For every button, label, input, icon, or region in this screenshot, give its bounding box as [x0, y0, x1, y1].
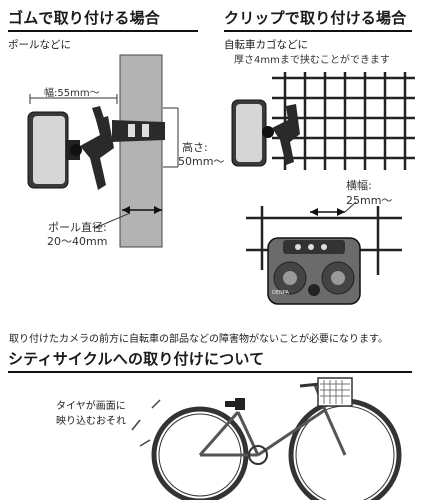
tire-callout-line1: タイヤが画面に [56, 401, 126, 412]
front-wheel [288, 398, 402, 500]
rubber-title-rule [8, 30, 198, 32]
tire-callout-line2: 映り込むおそれ [56, 416, 126, 427]
pole [119, 54, 163, 248]
rubber-subtitle: ポールなどに [8, 39, 71, 51]
rubber-pole-label: ポール直径: [48, 221, 107, 234]
clip-section-title: クリップで取り付ける場合 [224, 9, 407, 27]
rubber-width-label: 幅:55mm〜 [44, 88, 100, 99]
rubber-height-label: 高さ: [182, 141, 208, 154]
clip-thickness-note: 厚さ4mmまで挟むことができます [234, 55, 390, 66]
clip-width-value: 25mm〜 [346, 194, 393, 207]
clip-width-label: 横幅: [346, 179, 372, 192]
rubber-height-value: 50mm〜 [178, 155, 225, 168]
clip-title-rule [224, 30, 412, 32]
city-title-rule [8, 371, 412, 373]
city-section-title: シティサイクルへの取り付けについて [8, 350, 265, 368]
clip-subtitle: 自転車カゴなどに [224, 39, 308, 51]
obstacle-note: 取り付けたカメラの前方に自転車の部品などの障害物がないことが必要になります。 [9, 334, 388, 345]
basket [317, 377, 353, 407]
rubber-pole-value: 20〜40mm [47, 235, 108, 248]
rubber-section-title: ゴムで取り付ける場合 [8, 9, 161, 27]
camera-brand-label: DENPA [272, 290, 289, 296]
